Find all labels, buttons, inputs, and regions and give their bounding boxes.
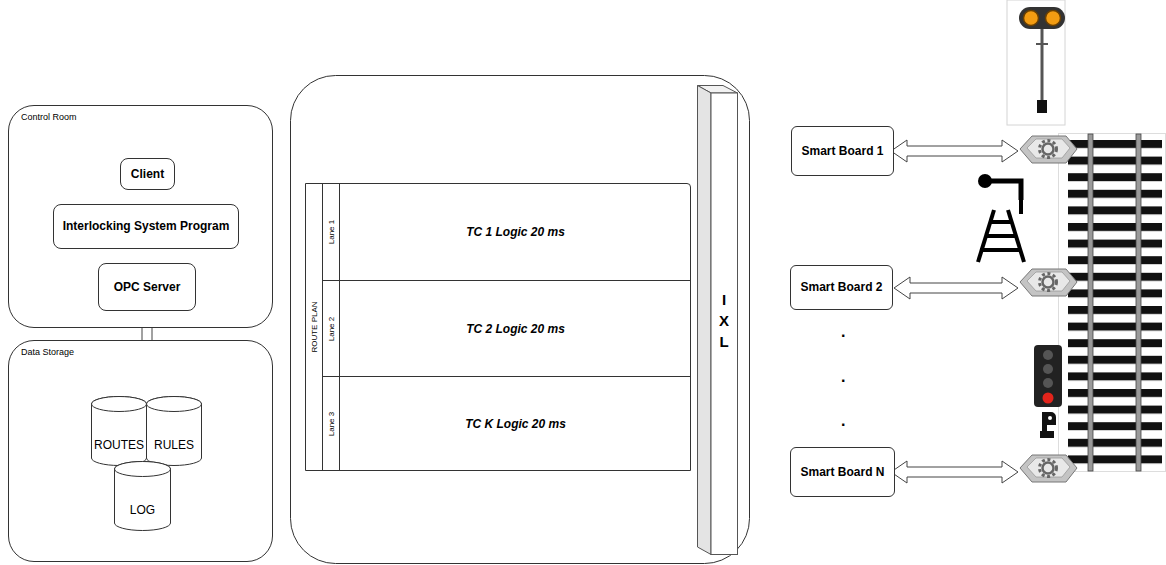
process-box: OPC Server (98, 263, 196, 311)
process-box: Interlocking System Program (53, 204, 240, 249)
logic-cell: TC 1 Logic 20 ms (340, 184, 691, 280)
node-text: Data Storage (9, 341, 272, 357)
cylinder-body (115, 462, 171, 531)
interlocking-bar: I X L (697, 85, 738, 555)
bar-side (698, 86, 712, 555)
cylinder-shape (146, 396, 202, 466)
cylinder-top (92, 397, 147, 412)
cylinder-shape (114, 461, 171, 531)
node-text: Lane 2 (327, 316, 336, 340)
drawing-part (1019, 200, 1023, 214)
board-box: Smart Board 1 (791, 126, 893, 176)
cylinder-top (147, 397, 202, 412)
process-box: Client (120, 158, 175, 190)
database-cylinder: ROUTES (91, 396, 147, 466)
node-text: Control Room (9, 106, 272, 122)
drawing-part (985, 234, 1016, 238)
node-text: TC 2 Logic 20 ms (466, 322, 565, 336)
device-icon (1020, 269, 1077, 296)
route-table: ROUTE PLAN Lane 1 TC 1 Logic 20 ms Lane 2 TC… (305, 183, 691, 471)
device-icon (1020, 455, 1077, 482)
light-signal-icon (1034, 345, 1062, 438)
bar-shape (697, 85, 738, 555)
drawing-part (1043, 378, 1053, 388)
node-text: Client (127, 166, 168, 182)
drawing-part (1043, 350, 1053, 360)
link-arrow (894, 277, 1018, 299)
cylinder-top (115, 462, 171, 477)
drawing-part (1088, 134, 1093, 471)
drawing-part (990, 220, 1012, 224)
node-text: Smart Board 2 (796, 279, 886, 295)
drawing-part (1024, 11, 1039, 26)
drawing-part (1136, 134, 1141, 471)
node-text: Lane 1 (327, 220, 336, 244)
device-icon (1020, 136, 1077, 163)
node-text: Smart Board 1 (797, 143, 887, 159)
drawing-part (1048, 416, 1052, 420)
logic-cell: TC 2 Logic 20 ms (340, 281, 691, 376)
drawing-part (1043, 393, 1054, 404)
region-panel: Data StorageROUTESRULES LOG (8, 340, 273, 562)
node-text: TC K Logic 20 ms (465, 417, 566, 431)
ellipsis-dot: . (841, 369, 845, 385)
node-text: Lane 3 (327, 412, 336, 436)
link-arrow (891, 461, 1018, 483)
signal-icon (1007, 0, 1065, 125)
drawing-part (1037, 100, 1047, 113)
node-text: I X L (717, 289, 732, 352)
cylinder-body (147, 397, 202, 466)
drawing-part (1042, 412, 1056, 431)
drawing-part (980, 248, 1021, 252)
drawing-part (1043, 364, 1053, 374)
node-text: Smart Board N (796, 464, 888, 480)
system-container (291, 76, 750, 564)
drawing-part (1046, 11, 1061, 26)
drawing-part (1041, 29, 1044, 102)
ellipsis-dot: . (841, 324, 845, 340)
drawing-part (1040, 431, 1054, 438)
board-box: Smart Board 2 (790, 265, 893, 310)
node-text: ROUTE PLAN (310, 301, 319, 352)
drawing-part (985, 181, 1021, 200)
node-text: OPC Server (110, 279, 185, 295)
lane-label-cell: Lane 2 (323, 281, 340, 376)
node-text: RULES (146, 438, 202, 452)
node-text: Interlocking System Program (59, 218, 234, 234)
logic-cell: TC K Logic 20 ms (340, 377, 691, 471)
drawing-part (1059, 134, 1166, 472)
cylinder-shape (91, 396, 147, 466)
lane-row: Lane 1 TC 1 Logic 20 ms (322, 184, 691, 280)
lane-label-cell: Lane 1 (323, 184, 340, 280)
lane-label-cell: Lane 3 (323, 377, 340, 471)
drawing-part (1007, 0, 1065, 125)
node-text: ROUTES (91, 438, 147, 452)
drawing-part (1019, 7, 1065, 29)
drawing-part (968, 172, 1032, 264)
bar-front (711, 93, 738, 555)
barrier-icon (968, 172, 1032, 264)
drawing-part (1034, 345, 1062, 407)
lane-row: Lane 2 TC 2 Logic 20 ms (322, 280, 691, 376)
cylinder-body (92, 397, 147, 466)
node-text: TC 1 Logic 20 ms (466, 225, 565, 239)
drawing-part (1036, 43, 1048, 45)
lane-row: Lane 3 TC K Logic 20 ms (322, 376, 691, 471)
track (1059, 134, 1166, 472)
drawing-part (1068, 140, 1162, 468)
link-arrow (891, 140, 1018, 162)
database-cylinder: LOG (114, 461, 171, 531)
bar-text-holder: I X L (711, 85, 737, 555)
board-box: Smart Board N (790, 447, 894, 497)
database-cylinder: RULES (146, 396, 202, 466)
ellipsis-dot: . (841, 413, 845, 429)
region-panel: Control RoomClientInterlocking System Pr… (8, 105, 273, 328)
node-text: LOG (114, 503, 171, 517)
